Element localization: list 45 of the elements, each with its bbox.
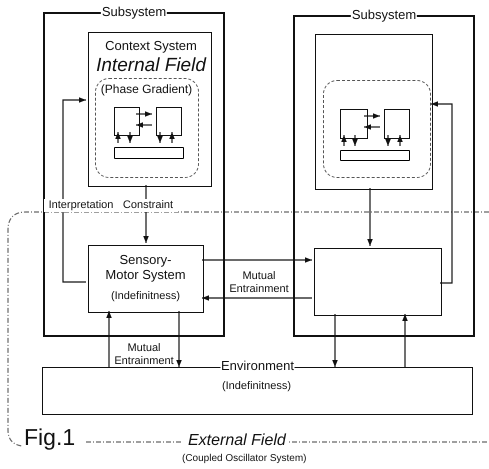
arrow: [352, 135, 358, 146]
arrow: [169, 132, 175, 143]
internal-field-region: [95, 78, 199, 178]
bar-box: [340, 150, 410, 161]
edge-label: Interpretation: [44, 199, 118, 212]
edge-label: Mutual Entrainment: [112, 342, 176, 368]
arrow: [176, 311, 182, 367]
arrow: [62, 97, 86, 283]
box-title: Context System: [104, 39, 198, 54]
arrow: [364, 124, 380, 130]
sensory-motor-box: [88, 245, 204, 313]
context-system-box: [315, 34, 433, 190]
oscillator-box: [114, 107, 140, 136]
arrow: [136, 111, 152, 117]
box-subtitle: (Indefinitness): [220, 380, 292, 393]
arrow: [367, 188, 373, 246]
arrow: [332, 314, 338, 367]
arrow: [127, 132, 133, 143]
bar-box: [114, 147, 184, 159]
oscillator-box: [384, 109, 410, 139]
internal-field-region: [323, 80, 431, 178]
subsystem-title: Subsystem: [350, 8, 418, 23]
field-title: Internal Field: [95, 55, 208, 77]
edge-label: Constraint: [118, 199, 178, 212]
arrow: [364, 113, 380, 119]
arrow: [115, 132, 121, 143]
arrow: [157, 132, 163, 143]
arrow: [385, 135, 391, 146]
arrow: [202, 257, 312, 263]
arrow: [431, 101, 453, 284]
arrow: [397, 135, 403, 146]
arrow: [341, 135, 347, 146]
arrow: [136, 122, 152, 128]
box-subtitle: (Indefinitness): [110, 290, 182, 303]
sensory-motor-box: [314, 248, 442, 316]
field-subtitle: (Phase Gradient): [100, 83, 194, 97]
oscillator-box: [340, 109, 368, 139]
box-title: Sensory-Motor System: [104, 253, 187, 283]
context-system-box: [88, 32, 212, 187]
arrow: [106, 311, 112, 367]
arrow: [402, 314, 408, 367]
oscillator-box: [156, 107, 182, 136]
arrow: [202, 295, 312, 301]
field-subtitle: (Coupled Oscillator System): [180, 453, 308, 464]
subsystem-title: Subsystem: [100, 5, 168, 20]
